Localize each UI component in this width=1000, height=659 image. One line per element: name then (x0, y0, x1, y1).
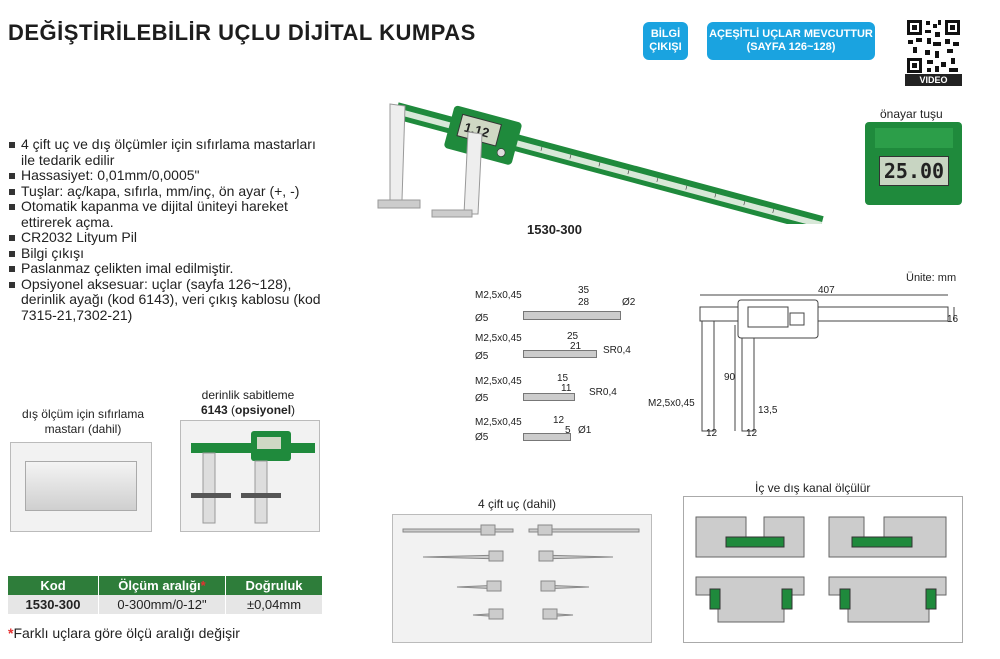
tips-illustration (402, 524, 640, 620)
depth-dimension: 13,5 (758, 405, 778, 416)
depth-base-panel (180, 420, 320, 532)
tip-shape (523, 311, 621, 320)
table-row: 1530-300 0-300mm/0-12" ±0,04mm (8, 595, 323, 614)
tip-length-label: 21 (570, 341, 582, 352)
model-label: 1530-300 (527, 222, 582, 237)
feature-item: Bilgi çıkışı (8, 245, 328, 262)
footnote-star: * (8, 625, 14, 641)
depth-caption-line: derinlik sabitleme (201, 388, 295, 402)
width-dimension: 12 (706, 428, 718, 439)
feature-item: Otomatik kapanma ve dijital üniteyi hare… (8, 198, 328, 230)
tip-length-label: 15 (557, 373, 569, 384)
feature-item: CR2032 Lityum Pil (8, 229, 328, 246)
groove-caption: İç ve dış kanal ölçülür (755, 481, 871, 495)
column-header-label: Ölçüm aralığı (118, 578, 201, 593)
tip-length-label: 28 (578, 297, 590, 308)
tip-length-label: 25 (567, 331, 579, 342)
tip-thread-label: M2,5x0,45 (475, 376, 522, 387)
zero-gauge-panel (10, 442, 152, 532)
spec-table: Kod Ölçüm aralığı* Doğruluk 1530-300 0-3… (8, 576, 323, 614)
tip-length-label: 12 (553, 415, 565, 426)
data-output-badge: BİLGİ ÇIKIŞI (643, 22, 688, 60)
jaw-dimension: 90 (724, 372, 736, 383)
zero-gauge-caption: dış ölçüm için sıfırlama mastarı (dahil) (21, 407, 145, 436)
footnote-text: Farklı uçlara göre ölçü aralığı değişir (13, 625, 240, 641)
column-header: Kod (8, 576, 99, 595)
feature-list: 4 çift uç ve dış ölçümler için sıfırlama… (8, 136, 328, 324)
table-cell: ±0,04mm (225, 595, 323, 614)
tips-available-badge: AÇEŞİTLİ UÇLAR MEVCUTTUR (SAYFA 126~128) (707, 22, 875, 60)
page-title: DEĞİŞTİRİLEBİLİR UÇLU DİJİTAL KUMPAS (8, 20, 476, 45)
unit-label: Ünite: mm (906, 272, 957, 284)
preset-buttons (875, 128, 953, 148)
preset-display-value: 25.00 (879, 156, 949, 186)
tip-dia-label: Ø5 (475, 432, 489, 443)
tip-length-label: 5 (565, 425, 571, 436)
tips-panel (392, 514, 652, 643)
footnote: *Farklı uçlara göre ölçü aralığı değişir (8, 625, 240, 641)
preset-key-caption: önayar tuşu (880, 107, 943, 121)
width-dimension: 12 (746, 428, 758, 439)
table-header-row: Kod Ölçüm aralığı* Doğruluk (8, 576, 323, 595)
main-thread-label: M2,5x0,45 (648, 398, 695, 409)
table-cell: 1530-300 (8, 595, 99, 614)
tip-length-label: 11 (561, 383, 572, 394)
groove-illustration (695, 516, 947, 623)
tip-dia-label: Ø5 (475, 351, 489, 362)
caliper-illustration: 1.12 (377, 102, 824, 224)
groove-panel (683, 496, 963, 643)
tip-thread-label: M2,5x0,45 (475, 333, 522, 344)
feature-item: Hassasiyet: 0,01mm/0,0005" (8, 167, 328, 184)
zero-gauge-block (25, 461, 137, 511)
feature-item: Tuşlar: aç/kapa, sıfırla, mm/inç, ön aya… (8, 183, 328, 200)
caliper-dimension-drawing (699, 294, 955, 432)
tip-radius-label: SR0,4 (589, 387, 617, 398)
tip-thread-label: M2,5x0,45 (475, 417, 522, 428)
tip-radius-label: SR0,4 (603, 345, 631, 356)
asterisk: * (200, 578, 206, 593)
tip-shape (523, 350, 597, 358)
depth-caption: derinlik sabitleme 6143 (opsiyonel) (183, 388, 313, 418)
feature-item: 4 çift uç ve dış ölçümler için sıfırlama… (8, 136, 328, 168)
height-dimension: 16 (947, 314, 959, 325)
video-label: VIDEO (905, 74, 962, 86)
tip-length-label: 35 (578, 285, 590, 296)
tip-dia-label: Ø5 (475, 393, 489, 404)
tip-shape (523, 393, 575, 401)
feature-item: Paslanmaz çelikten imal edilmiştir. (8, 260, 328, 277)
column-header: Ölçüm aralığı* (98, 576, 226, 595)
length-dimension: 407 (818, 285, 835, 296)
column-header: Doğruluk (225, 576, 323, 595)
qr-code-icon[interactable] (905, 18, 962, 75)
tip-shape (523, 433, 571, 441)
table-cell: 0-300mm/0-12" (98, 595, 226, 614)
tip-diameter-label: Ø1 (578, 425, 592, 436)
preset-display-inset: 25.00 (865, 122, 962, 205)
tip-dimensions: M2,5x0,45 35 28 Ø2 Ø5 M2,5x0,45 25 21 SR… (475, 285, 645, 441)
tip-diameter-label: Ø2 (622, 297, 636, 308)
depth-caption-optional: opsiyonel (235, 403, 292, 417)
tip-thread-label: M2,5x0,45 (475, 290, 522, 301)
feature-item: Opsiyonel aksesuar: uçlar (sayfa 126~128… (8, 276, 328, 324)
tip-dia-label: Ø5 (475, 313, 489, 324)
depth-base-illustration (191, 431, 315, 524)
depth-caption-code: 6143 (200, 403, 228, 417)
tips-caption: 4 çift uç (dahil) (478, 497, 557, 511)
